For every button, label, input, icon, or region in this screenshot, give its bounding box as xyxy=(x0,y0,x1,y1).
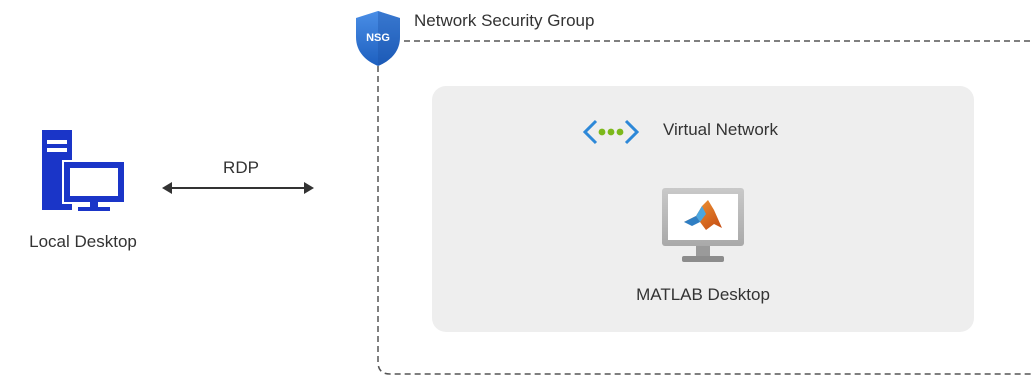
shield-icon: NSG xyxy=(356,11,400,66)
rdp-label: RDP xyxy=(223,158,259,177)
matlab-desktop-label: MATLAB Desktop xyxy=(636,285,770,304)
virtual-network-label: Virtual Network xyxy=(663,120,778,139)
local-desktop-label: Local Desktop xyxy=(29,232,137,251)
matlab-monitor-icon xyxy=(662,188,744,262)
double-arrow-icon xyxy=(162,182,314,194)
nsg-label: Network Security Group xyxy=(414,11,595,30)
desktop-computer-icon xyxy=(42,130,126,211)
nsg-badge-text: NSG xyxy=(366,32,390,44)
virtual-network-icon xyxy=(582,119,640,145)
